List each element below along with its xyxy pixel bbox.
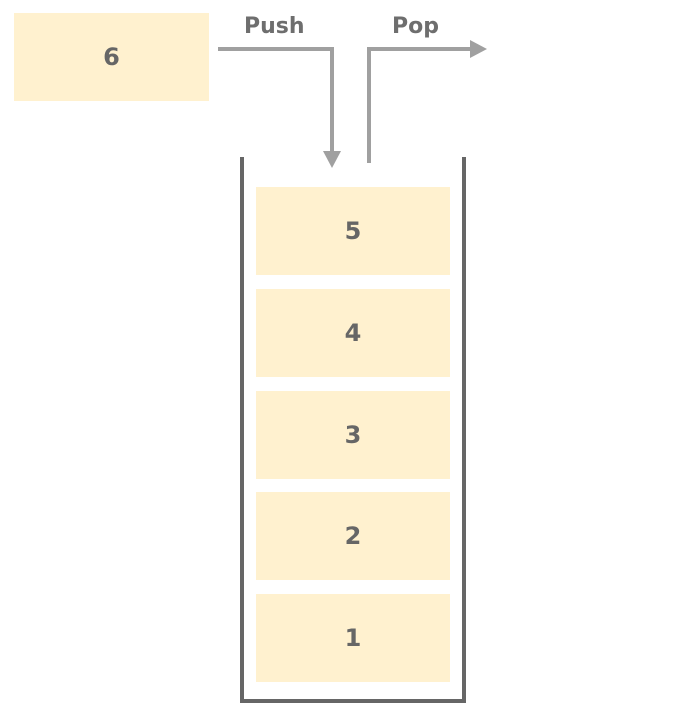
stack-item-value: 4 bbox=[344, 319, 362, 347]
stack-item: 5 bbox=[256, 187, 450, 275]
push-arrow bbox=[218, 47, 334, 155]
stack-item: 2 bbox=[256, 492, 450, 580]
stack-item-value: 1 bbox=[344, 624, 362, 652]
stack-item-value: 3 bbox=[344, 421, 362, 449]
stack-container bbox=[240, 157, 466, 703]
stack-item: 1 bbox=[256, 594, 450, 682]
pop-label: Pop bbox=[392, 14, 439, 39]
push-label: Push bbox=[244, 14, 305, 39]
pop-arrowhead bbox=[470, 40, 487, 58]
pop-arrow bbox=[367, 47, 474, 163]
incoming-value: 6 bbox=[103, 43, 120, 71]
incoming-element: 6 bbox=[14, 13, 209, 101]
stack-item: 3 bbox=[256, 391, 450, 479]
stack-item-value: 5 bbox=[344, 217, 362, 245]
push-arrowhead bbox=[323, 151, 341, 168]
stack-item-value: 2 bbox=[344, 522, 362, 550]
stack-item: 4 bbox=[256, 289, 450, 377]
